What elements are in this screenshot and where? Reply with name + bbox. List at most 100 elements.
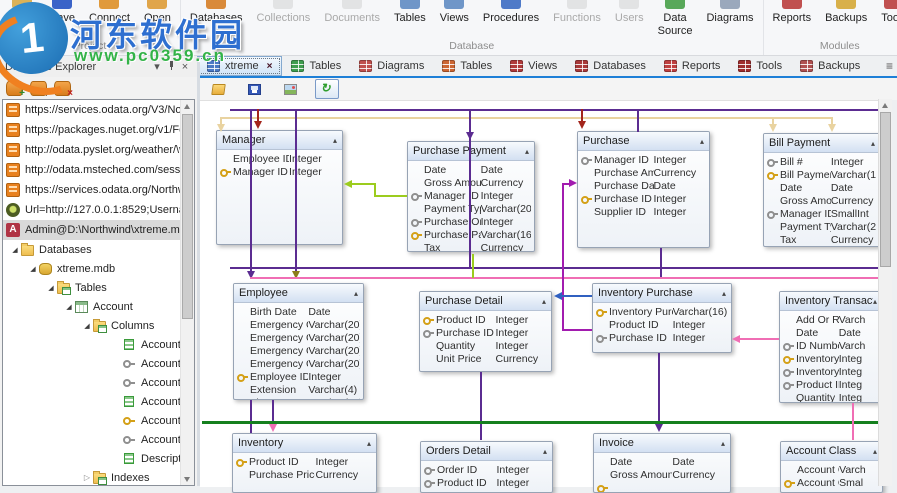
ribbon-button[interactable]: Documents (317, 0, 387, 25)
ribbon-button[interactable]: Connect (82, 0, 137, 25)
collapse-icon[interactable]: ▴ (542, 446, 547, 456)
close-icon[interactable]: × (181, 61, 189, 73)
entity-column-row[interactable]: Product ID Integ (780, 378, 882, 391)
tree-item[interactable]: Account Balance ( (3, 335, 181, 354)
close-tab-icon[interactable]: × (266, 60, 273, 72)
entity-column-row[interactable]: Unit Price Currency (420, 352, 551, 365)
entity-column-row[interactable] (594, 481, 730, 492)
entity-column-row[interactable]: Account Class Varch (781, 463, 882, 476)
diagram-scrollbar[interactable] (878, 99, 892, 486)
connection-item[interactable]: Url=http://127.0.0.1:8529;Username=rc (3, 200, 181, 220)
tree-item[interactable]: Databases (3, 240, 181, 259)
entity-column-row[interactable]: Bill # Integer (764, 155, 880, 168)
entity-table[interactable]: Purchase Detail ▴ Product ID Integer Pur… (419, 291, 552, 372)
tree-item[interactable]: Description (Varcl (3, 449, 181, 468)
tree-item[interactable]: Account Name (V (3, 392, 181, 411)
document-tab[interactable]: Tables (433, 56, 501, 76)
entity-column-row[interactable]: Quantity Integer (420, 339, 551, 352)
entity-column-row[interactable]: Purchase Order # Integer (408, 215, 534, 228)
collapse-icon[interactable]: ▴ (541, 296, 546, 306)
collapse-icon[interactable]: ▴ (366, 438, 371, 448)
entity-column-row[interactable]: Product ID Integer (420, 313, 551, 326)
delete-database-icon[interactable] (54, 80, 73, 99)
ribbon-button[interactable]: Save (43, 0, 82, 25)
entity-column-row[interactable]: Purchase ID Integer (420, 326, 551, 339)
scroll-up-icon[interactable] (181, 100, 194, 113)
panel-splitter[interactable] (197, 57, 200, 486)
tree-item[interactable]: Columns (3, 316, 181, 335)
diagram-toolbar-button[interactable] (315, 79, 339, 99)
entity-column-row[interactable]: Emergency Conta Varchar(20) (234, 318, 363, 331)
tree-item[interactable]: Account Heading (3, 373, 181, 392)
diagram-toolbar-button[interactable] (279, 80, 301, 98)
connection-item[interactable]: https://packages.nuget.org/v1/FeedSer (3, 120, 181, 140)
document-tab[interactable]: Reports (655, 56, 730, 76)
collapse-icon[interactable]: ▴ (721, 288, 726, 298)
collapse-icon[interactable]: ▴ (870, 138, 875, 148)
entity-header[interactable]: Manager ▴ (217, 131, 342, 150)
entity-column-row[interactable]: Payment Type Varchar(20) (408, 202, 534, 215)
entity-column-row[interactable]: Manager ID SmallInt (764, 207, 880, 220)
collapse-icon[interactable]: ▴ (872, 446, 877, 456)
document-tab[interactable]: Tables (282, 56, 350, 76)
entity-column-row[interactable]: Gross Amount Currency (764, 194, 880, 207)
document-tab[interactable]: Backups (791, 56, 869, 76)
ribbon-button[interactable]: Diagrams (699, 0, 760, 25)
collapse-icon[interactable]: ▴ (699, 136, 704, 146)
entity-table[interactable]: Employee ▴ Birth Date Date Emergency Con… (233, 283, 364, 400)
tab-overflow-icon[interactable]: ≡ (885, 59, 893, 73)
explorer-scrollbar[interactable] (180, 100, 194, 485)
entity-column-row[interactable]: Employee ID Integer (217, 152, 342, 165)
entity-column-row[interactable]: Add Or Remove Varch (780, 313, 882, 326)
entity-column-row[interactable]: Product ID Integer (593, 318, 731, 331)
scroll-up-icon[interactable] (879, 99, 892, 112)
expander-icon[interactable] (63, 303, 75, 311)
tree-item[interactable]: Tables (3, 278, 181, 297)
collapse-icon[interactable]: ▴ (720, 438, 725, 448)
entity-column-row[interactable]: ID Number Varch (780, 339, 882, 352)
entity-table[interactable]: Purchase Payment ▴ Date Date Gross Amoun… (407, 141, 535, 252)
pin-icon[interactable] (164, 60, 178, 75)
connection-item[interactable]: http://odata.msteched.com/sessions.sv (3, 160, 181, 180)
entity-header[interactable]: Inventory Purchase ▴ (593, 284, 731, 303)
document-tab[interactable]: Tools (729, 56, 791, 76)
entity-header[interactable]: Bill Payment ▴ (764, 134, 880, 153)
ribbon-button[interactable]: Functions (546, 0, 608, 25)
entity-column-row[interactable]: Product ID Integer (421, 476, 552, 489)
entity-column-row[interactable]: Bill Payment ID Varchar(1 (764, 168, 880, 181)
entity-column-row[interactable]: Purchase ID Integer (593, 331, 731, 344)
scrollbar-thumb[interactable] (880, 112, 891, 267)
ribbon-button[interactable]: Collections (250, 0, 318, 25)
entity-column-row[interactable]: Product ID Integer (233, 455, 376, 468)
entity-column-row[interactable]: Purchase Price Currency (233, 468, 376, 481)
ribbon-button[interactable]: Views (433, 0, 476, 25)
ribbon-button[interactable]: Reports (766, 0, 819, 25)
entity-table[interactable]: Purchase ▴ Manager ID Integer Purchase A… (577, 131, 710, 248)
entity-column-row[interactable]: Date Date (764, 181, 880, 194)
entity-column-row[interactable]: Account Class ID Smal (781, 476, 882, 489)
entity-column-row[interactable]: Emergency Conta Varchar(20) (234, 331, 363, 344)
connection-item[interactable]: http://odata.pyslet.org/weather/\weath (3, 140, 181, 160)
entity-column-row[interactable]: Tax Currency (408, 241, 534, 252)
entity-table[interactable]: Inventory Purchase ▴ Inventory Purcha Va… (592, 283, 732, 353)
connection-item[interactable]: Admin@D:\Northwind\xtreme.mdb\xtr (3, 220, 181, 240)
entity-header[interactable]: Purchase Payment ▴ (408, 142, 534, 161)
tree-item[interactable]: Account Class ID (3, 354, 181, 373)
entity-column-row[interactable]: Date Date (780, 326, 882, 339)
entity-table[interactable]: Manager ▴ Employee ID Integer Manager ID… (216, 130, 343, 245)
entity-column-row[interactable]: Purchase ID Integer (578, 192, 709, 205)
entity-table[interactable]: Inventory ▴ Product ID Integer Purchase … (232, 433, 377, 493)
entity-column-row[interactable]: Order ID Integer (421, 463, 552, 476)
expander-icon[interactable] (9, 246, 21, 254)
entity-column-row[interactable]: Quantity Integ (780, 391, 882, 403)
diagram-toolbar-button[interactable] (207, 80, 229, 98)
edit-database-icon[interactable] (30, 80, 49, 99)
entity-column-row[interactable]: First Name Varchar(10) (234, 396, 363, 400)
document-tab[interactable]: Databases (566, 56, 655, 76)
ribbon-button[interactable]: Databases (183, 0, 250, 25)
entity-column-row[interactable]: Gross Amount Currency (594, 468, 730, 481)
entity-table[interactable]: Bill Payment ▴ Bill # Integer Bill Payme… (763, 133, 881, 247)
scroll-down-icon[interactable] (181, 472, 194, 485)
entity-column-row[interactable]: Date Date (594, 455, 730, 468)
expander-icon[interactable] (81, 473, 93, 482)
